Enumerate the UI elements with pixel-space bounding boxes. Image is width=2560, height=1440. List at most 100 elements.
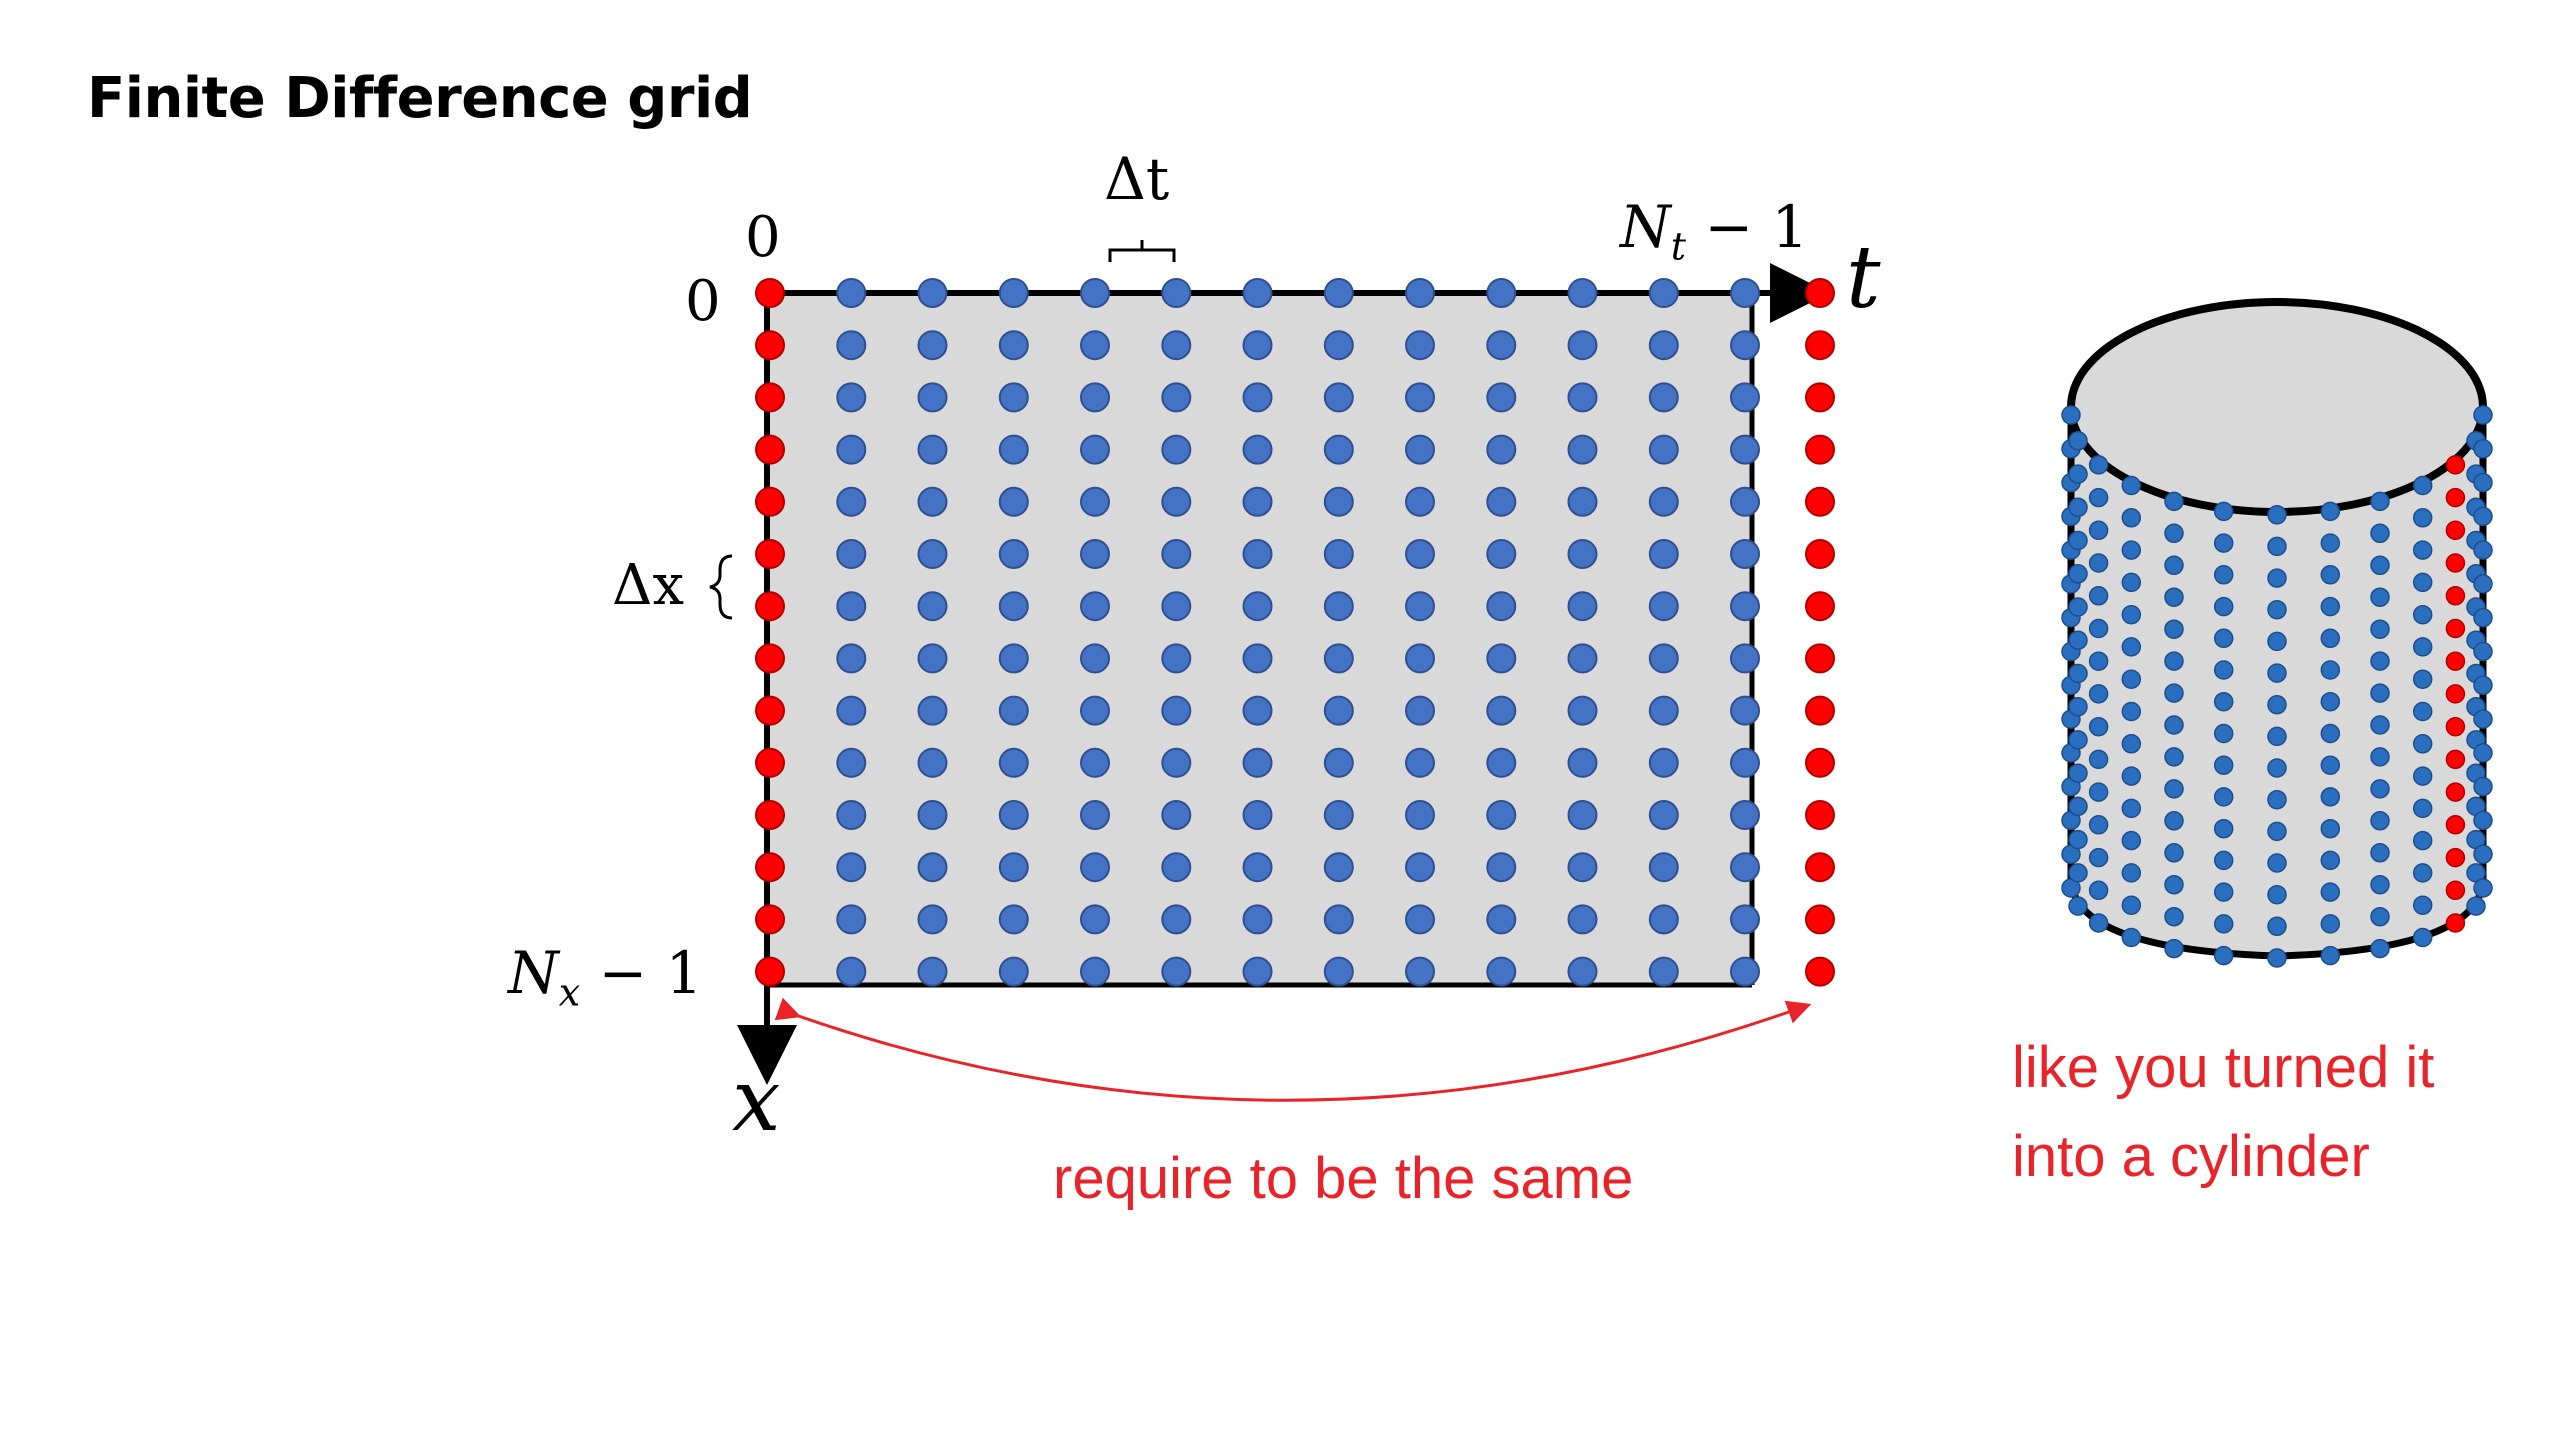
cylinder-point bbox=[2088, 553, 2109, 573]
grid-point bbox=[917, 591, 948, 622]
grid-point bbox=[1323, 434, 1354, 465]
cylinder-point bbox=[2213, 723, 2234, 744]
cylinder-point bbox=[2121, 927, 2142, 948]
grid-point bbox=[1567, 382, 1598, 413]
grid-point bbox=[1730, 800, 1760, 830]
cylinder-point bbox=[2213, 691, 2234, 712]
grid-point bbox=[1486, 278, 1517, 308]
cylinder-point bbox=[2370, 843, 2390, 863]
grid-point bbox=[836, 643, 867, 674]
cylinder-point bbox=[2473, 810, 2493, 831]
grid-point bbox=[917, 643, 948, 674]
grid-point bbox=[1567, 852, 1598, 883]
cylinder-seam-point bbox=[2445, 520, 2466, 541]
grid-point bbox=[1730, 278, 1760, 308]
cylinder-point bbox=[2412, 895, 2433, 915]
cylinder-point bbox=[2412, 540, 2433, 560]
grid-point bbox=[836, 747, 867, 778]
cylinder-point bbox=[2121, 508, 2142, 528]
grid-point bbox=[1730, 747, 1760, 778]
cylinder-point bbox=[2088, 913, 2109, 933]
x-start-label: 0 bbox=[685, 269, 721, 334]
cylinder-point bbox=[2068, 730, 2088, 750]
periodic-point bbox=[1805, 539, 1835, 569]
grid-point bbox=[1567, 956, 1598, 987]
grid-point bbox=[917, 278, 948, 308]
periodic-point bbox=[1805, 643, 1835, 674]
grid-point bbox=[1080, 591, 1110, 622]
cylinder-point bbox=[2068, 796, 2088, 817]
grid-point bbox=[917, 695, 948, 726]
grid-point bbox=[998, 695, 1029, 726]
grid-point bbox=[998, 539, 1029, 569]
grid-point bbox=[836, 434, 867, 465]
cylinder-point bbox=[2213, 914, 2234, 934]
grid-point bbox=[1486, 539, 1517, 569]
cylinder-seam-point bbox=[2445, 651, 2466, 671]
grid-point bbox=[1242, 800, 1273, 830]
boundary-point bbox=[755, 695, 785, 726]
cylinder-point bbox=[2267, 568, 2287, 588]
grid-point bbox=[1405, 330, 1435, 361]
cylinder-point bbox=[2370, 587, 2390, 607]
cylinder-point bbox=[2412, 701, 2433, 722]
grid-point bbox=[1161, 956, 1192, 987]
cylinder-seam-point bbox=[2445, 716, 2466, 737]
cylinder-point bbox=[2412, 604, 2433, 625]
grid-point bbox=[1648, 643, 1679, 674]
cylinder-point bbox=[2088, 618, 2109, 639]
cylinder-point bbox=[2412, 637, 2433, 657]
grid-point bbox=[1730, 695, 1760, 726]
cylinder-point bbox=[2412, 734, 2433, 754]
grid-point bbox=[998, 852, 1029, 883]
grid-point bbox=[1323, 382, 1354, 413]
grid-point bbox=[1405, 486, 1435, 517]
cylinder-point bbox=[2213, 787, 2234, 807]
cylinder-point bbox=[2267, 663, 2287, 683]
cylinder-point bbox=[2068, 530, 2088, 551]
cylinder-point bbox=[2466, 896, 2486, 916]
grid-point bbox=[917, 434, 948, 465]
grid-point bbox=[1161, 382, 1192, 413]
cylinder-point bbox=[2068, 630, 2088, 650]
same-boundary-note: require to be the same bbox=[1053, 1146, 1634, 1211]
grid-point bbox=[1730, 591, 1760, 622]
cylinder bbox=[2061, 298, 2493, 968]
grid-point bbox=[1648, 747, 1679, 778]
grid-point bbox=[1730, 330, 1760, 361]
grid-point bbox=[917, 904, 948, 935]
cylinder-point bbox=[2267, 789, 2287, 810]
cylinder-point bbox=[2164, 843, 2184, 863]
grid-point bbox=[1648, 382, 1679, 413]
cylinder-point bbox=[2473, 439, 2493, 459]
grid-point bbox=[1567, 904, 1598, 935]
grid-point bbox=[917, 330, 948, 361]
grid-point bbox=[1080, 695, 1110, 726]
cylinder-point bbox=[2068, 763, 2088, 783]
grid-point bbox=[1323, 643, 1354, 674]
cylinder-point bbox=[2121, 604, 2142, 625]
cylinder-point bbox=[2267, 884, 2287, 905]
periodic-point bbox=[1805, 434, 1835, 465]
grid-point bbox=[1161, 695, 1192, 726]
grid-point bbox=[1080, 539, 1110, 569]
cylinder-point bbox=[2473, 405, 2493, 425]
grid-point bbox=[1323, 956, 1354, 987]
grid-point bbox=[1242, 278, 1273, 308]
cylinder-point bbox=[2267, 726, 2287, 747]
grid-point bbox=[836, 382, 867, 413]
grid-point bbox=[1648, 800, 1679, 830]
cylinder-point bbox=[2121, 669, 2142, 689]
cylinder-point bbox=[2121, 540, 2142, 560]
periodic-point bbox=[1805, 330, 1835, 361]
grid-point bbox=[836, 904, 867, 935]
boundary-point bbox=[755, 904, 785, 935]
cylinder-point bbox=[2370, 938, 2390, 959]
cylinder-point bbox=[2320, 914, 2341, 934]
cylinder-points bbox=[2061, 405, 2493, 968]
cylinder-point bbox=[2320, 596, 2341, 617]
grid-point bbox=[1080, 904, 1110, 935]
periodic-point bbox=[1805, 695, 1835, 726]
grid-point bbox=[1323, 486, 1354, 517]
cylinder-point bbox=[2164, 523, 2184, 544]
